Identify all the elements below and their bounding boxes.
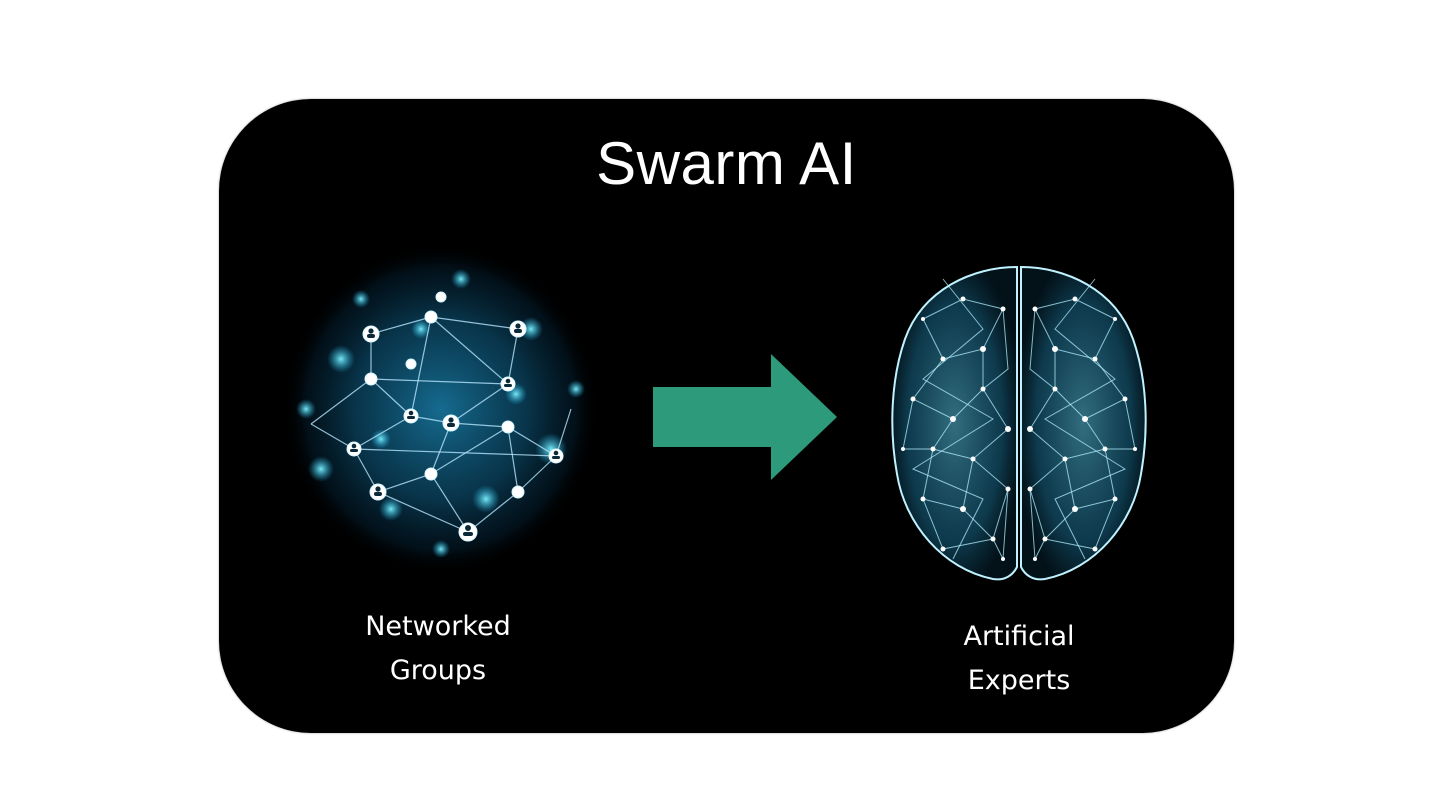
brain-network-icon xyxy=(891,265,1147,581)
artificial-experts-label-line1: Artificial xyxy=(963,621,1075,652)
artificial-experts-label: Artificial Experts xyxy=(869,615,1169,703)
diagram-title: Swarm AI xyxy=(596,130,857,197)
right-arrow-icon xyxy=(653,354,837,480)
networked-groups-label-line2: Groups xyxy=(389,655,487,686)
swarm-ai-panel: Swarm AI xyxy=(219,99,1234,733)
artificial-experts-label-line2: Experts xyxy=(967,665,1071,696)
networked-groups-label-line1: Networked xyxy=(365,611,511,642)
networked-groups-icon xyxy=(283,244,599,574)
networked-groups-label: Networked Groups xyxy=(288,605,588,693)
